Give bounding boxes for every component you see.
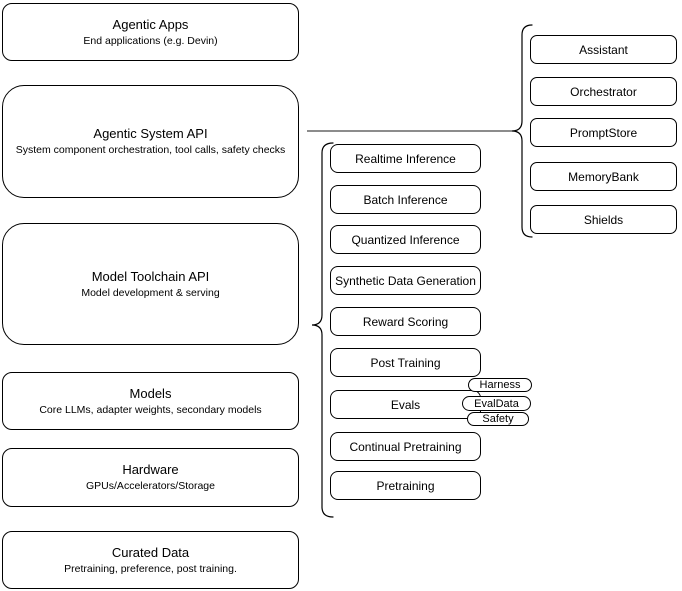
node-assistant-label: Assistant	[579, 42, 628, 57]
node-batch-inference: Batch Inference	[330, 185, 481, 214]
node-model-toolchain-api: Model Toolchain API Model development & …	[2, 223, 299, 345]
node-quantized-inference-label: Quantized Inference	[351, 232, 460, 247]
node-pretraining: Pretraining	[330, 471, 481, 500]
node-agentic-system-api: Agentic System API System component orch…	[2, 85, 299, 198]
pill-harness-label: Harness	[479, 379, 521, 391]
node-continual-pretraining: Continual Pretraining	[330, 432, 481, 461]
node-curated-data-title: Curated Data	[111, 544, 190, 560]
node-promptstore: PromptStore	[530, 118, 677, 147]
node-evals-label: Evals	[390, 397, 421, 412]
node-shields-label: Shields	[583, 212, 624, 227]
node-hardware: Hardware GPUs/Accelerators/Storage	[2, 448, 299, 507]
node-post-training: Post Training	[330, 348, 481, 377]
node-agentic-system-api-subtitle: System component orchestration, tool cal…	[15, 144, 286, 156]
node-post-training-label: Post Training	[370, 355, 441, 370]
node-model-toolchain-api-subtitle: Model development & serving	[81, 286, 220, 299]
node-agentic-system-api-title: Agentic System API	[93, 126, 208, 141]
node-models-title: Models	[129, 385, 172, 401]
node-realtime-inference: Realtime Inference	[330, 144, 481, 173]
node-reward-scoring-label: Reward Scoring	[362, 314, 449, 329]
pill-harness: Harness	[468, 378, 532, 392]
node-models-subtitle: Core LLMs, adapter weights, secondary mo…	[39, 403, 262, 416]
node-agentic-apps-title: Agentic Apps	[112, 16, 189, 32]
pill-evaldata-label: EvalData	[474, 397, 519, 410]
node-curated-data-subtitle: Pretraining, preference, post training.	[64, 562, 237, 575]
node-pretraining-label: Pretraining	[376, 478, 435, 493]
node-hardware-subtitle: GPUs/Accelerators/Storage	[86, 480, 215, 492]
node-reward-scoring: Reward Scoring	[330, 307, 481, 336]
node-models: Models Core LLMs, adapter weights, secon…	[2, 372, 299, 430]
node-orchestrator: Orchestrator	[530, 77, 677, 106]
node-continual-pretraining-label: Continual Pretraining	[349, 439, 462, 454]
pill-evaldata: EvalData	[462, 396, 531, 411]
node-realtime-inference-label: Realtime Inference	[355, 151, 456, 166]
node-hardware-title: Hardware	[122, 462, 179, 477]
node-memorybank-label: MemoryBank	[568, 169, 639, 184]
node-memorybank: MemoryBank	[530, 162, 677, 191]
brace-system-components	[511, 24, 533, 238]
pill-safety-label: Safety	[482, 413, 514, 425]
node-orchestrator-label: Orchestrator	[570, 84, 637, 99]
pill-safety: Safety	[467, 412, 529, 426]
node-evals: Evals	[330, 390, 481, 419]
node-agentic-apps: Agentic Apps End applications (e.g. Devi…	[2, 3, 299, 61]
node-curated-data: Curated Data Pretraining, preference, po…	[2, 531, 299, 589]
node-promptstore-label: PromptStore	[569, 125, 638, 140]
node-synthetic-data-generation-label: Synthetic Data Generation	[335, 273, 476, 288]
node-model-toolchain-api-title: Model Toolchain API	[91, 268, 210, 284]
node-batch-inference-label: Batch Inference	[363, 192, 448, 207]
node-synthetic-data-generation: Synthetic Data Generation	[330, 266, 481, 295]
node-shields: Shields	[530, 205, 677, 234]
node-agentic-apps-subtitle: End applications (e.g. Devin)	[83, 34, 218, 47]
node-quantized-inference: Quantized Inference	[330, 225, 481, 254]
node-assistant: Assistant	[530, 35, 677, 64]
